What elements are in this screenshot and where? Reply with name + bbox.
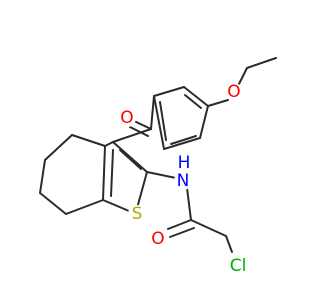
bond-ring-f-inner bbox=[110, 149, 114, 197]
bond-benzene-c bbox=[199, 105, 209, 139]
bond-benzene-a bbox=[153, 95, 165, 150]
bond-amide-c bbox=[190, 219, 227, 237]
bond-benzoyl-a bbox=[112, 128, 152, 143]
bond-ring-b bbox=[44, 134, 73, 161]
bond-benzene-b bbox=[163, 137, 201, 150]
oxygen-amide-background bbox=[149, 230, 167, 248]
bond-thiophene-d bbox=[102, 199, 130, 212]
bond-amide-b bbox=[186, 187, 192, 221]
hydrogen-label: H bbox=[178, 153, 191, 173]
chlorine-label: Cl bbox=[230, 256, 247, 276]
bond-benzene-inner-b bbox=[184, 94, 202, 109]
bond-ring-c bbox=[39, 159, 46, 194]
oxygen-amide-label: O bbox=[151, 229, 164, 249]
bond-thiophene-a bbox=[104, 141, 114, 147]
bond-ethoxy-a bbox=[207, 99, 229, 107]
bond-layer bbox=[39, 57, 277, 253]
chemical-structure-diagram: O O N H S O Cl bbox=[39, 57, 277, 277]
bond-amide-d bbox=[225, 235, 233, 253]
bond-carbonyl-b bbox=[129, 126, 149, 137]
sulfur-background bbox=[128, 205, 146, 223]
oxygen-carbonyl-top-background bbox=[118, 109, 136, 127]
chlorine-background bbox=[227, 255, 249, 277]
oxygen-ether-label: O bbox=[227, 82, 240, 102]
bond-thiophene-b-inner bbox=[119, 149, 142, 170]
nitrogen-background bbox=[174, 172, 192, 190]
bond-benzene-inner-a bbox=[170, 135, 197, 145]
molecule-canvas: O O N H S O Cl bbox=[39, 57, 277, 277]
bond-benzene-inner-c bbox=[159, 101, 167, 141]
hydrogen-background bbox=[176, 155, 192, 171]
bond-benzene-d bbox=[183, 86, 209, 107]
bond-ring-e bbox=[65, 199, 104, 215]
bond-carbonyl-amide-b bbox=[169, 227, 195, 238]
oxygen-carbonyl-top-label: O bbox=[120, 108, 133, 128]
bond-thiophene-b bbox=[112, 141, 148, 173]
bond-amide-a bbox=[146, 171, 177, 179]
nitrogen-label: N bbox=[177, 171, 190, 191]
bond-ring-d bbox=[39, 192, 67, 215]
bond-benzoyl-b bbox=[150, 95, 155, 130]
bond-benzene-e bbox=[153, 86, 185, 97]
bond-ring-a bbox=[71, 134, 106, 147]
bond-carbonyl-amide-a bbox=[167, 219, 192, 230]
sulfur-label: S bbox=[132, 204, 143, 224]
bond-ethoxy-c bbox=[246, 57, 277, 69]
oxygen-ether-background bbox=[225, 83, 243, 101]
atom-label-layer: O O N H S O Cl bbox=[118, 82, 249, 277]
bond-ring-f bbox=[102, 145, 106, 201]
